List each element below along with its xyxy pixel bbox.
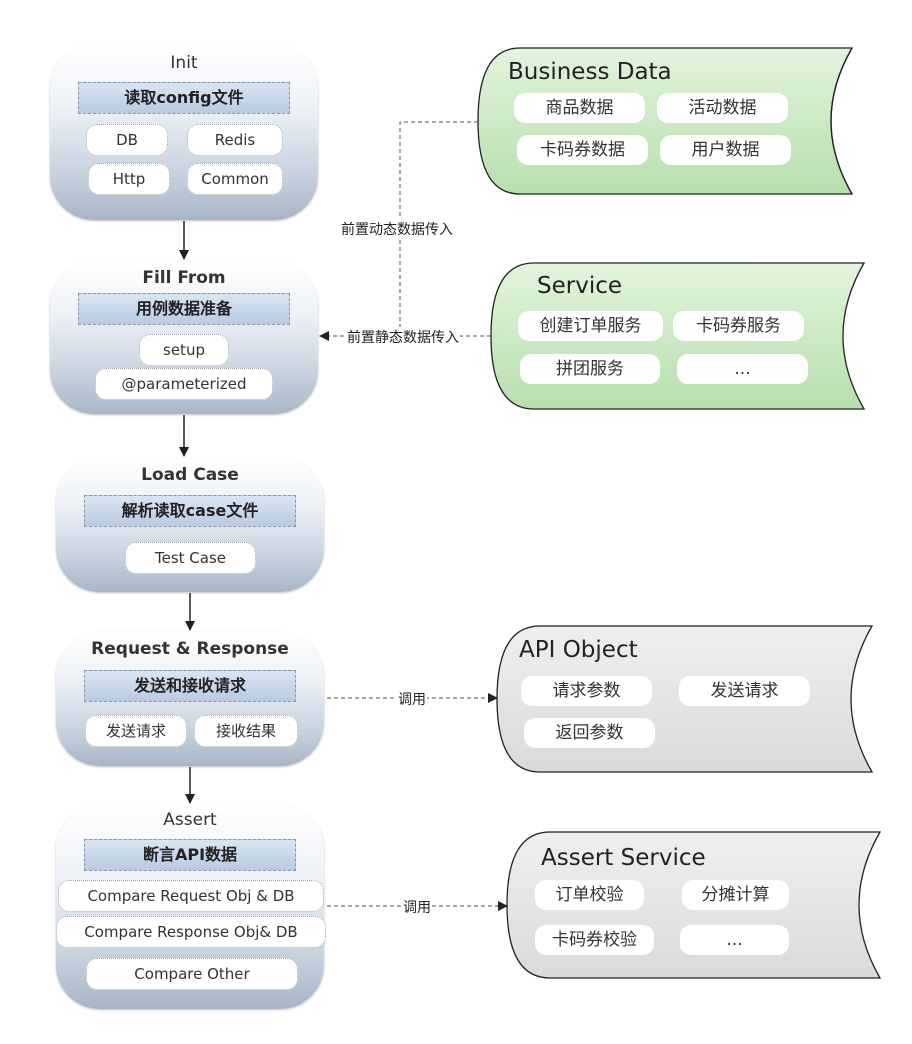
fill-pill-setup: setup [139,334,229,366]
assert-title: Assert [163,810,217,830]
load-stage: Load Case 解析读取case文件 Test Case [56,458,324,592]
fill-pill-parameterized: @parameterized [95,368,273,400]
assert-service-item-more: ... [680,925,789,955]
api-store-title: API Object [519,637,638,663]
init-stage: Init 读取config文件 DB Redis Http Common [50,44,318,220]
load-title: Load Case [141,465,239,485]
api-item-return-params: 返回参数 [524,718,655,748]
call-assert-label: 调用 [402,897,432,917]
init-pill-redis: Redis [187,124,283,156]
assert-service-store-title: Assert Service [541,845,706,871]
init-banner: 读取config文件 [78,82,290,114]
init-title: Init [170,53,198,73]
init-pill-common: Common [187,163,283,195]
load-pill-test-case: Test Case [125,542,256,574]
dynamic-data-label: 前置动态数据传入 [340,219,454,239]
api-item-request-params: 请求参数 [521,676,652,706]
fill-stage: Fill From 用例数据准备 setup @parameterized [50,261,318,414]
assert-service-item-apportion: 分摊计算 [682,880,789,910]
business-store-title: Business Data [508,59,672,85]
load-banner: 解析读取case文件 [84,495,296,527]
call-api-label: 调用 [397,689,427,709]
assert-pill-compare-request: Compare Request Obj & DB [58,880,324,912]
assert-pill-compare-response: Compare Response Obj& DB [56,916,326,948]
service-store-title: Service [537,273,623,299]
assert-service-item-order-check: 订单校验 [535,880,644,910]
request-pill-send: 发送请求 [85,715,187,747]
service-item-group-buy: 拼团服务 [520,354,660,384]
business-item-coupon: 卡码券数据 [517,135,648,165]
assert-banner: 断言API数据 [84,839,296,871]
business-item-goods: 商品数据 [514,93,645,123]
assert-stage: Assert 断言API数据 Compare Request Obj & DB … [56,805,326,1009]
fill-title: Fill From [142,268,226,288]
fill-banner: 用例数据准备 [78,293,290,325]
api-item-send-request: 发送请求 [679,676,810,706]
request-banner: 发送和接收请求 [84,670,296,702]
request-stage: Request & Response 发送和接收请求 发送请求 接收结果 [56,632,324,766]
assert-service-item-coupon-check: 卡码券校验 [535,925,654,955]
business-store-right-cap [830,47,853,195]
assert-pill-compare-other: Compare Other [86,958,298,990]
static-data-label: 前置静态数据传入 [346,327,460,347]
init-pill-db: DB [86,124,168,156]
service-item-more: ... [677,354,808,384]
service-item-coupon: 卡码券服务 [673,311,804,341]
init-pill-http: Http [88,163,170,195]
dynamic-data-connector [399,121,478,336]
service-item-create-order: 创建订单服务 [518,311,663,341]
request-title: Request & Response [91,639,289,659]
request-pill-receive: 接收结果 [194,715,298,747]
business-item-user: 用户数据 [660,135,791,165]
business-item-activity: 活动数据 [657,93,788,123]
